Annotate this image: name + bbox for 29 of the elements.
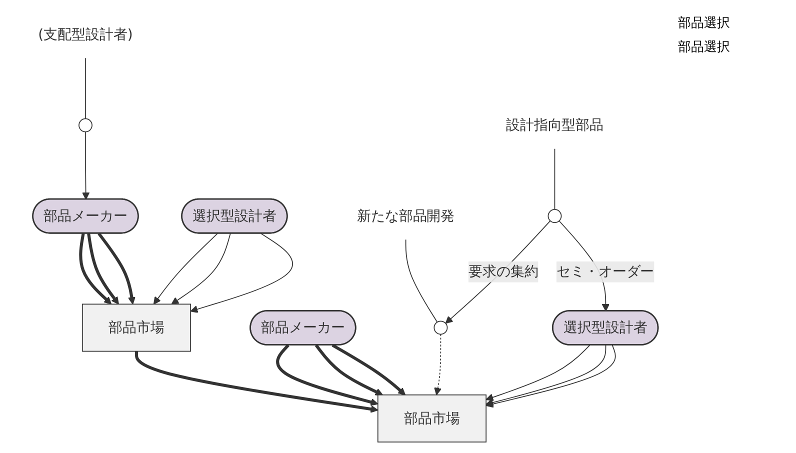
arrow	[82, 131, 90, 200]
edge-label: 要求の集約	[468, 263, 538, 280]
arrow	[486, 344, 590, 402]
node-box: 部品市場	[377, 394, 487, 442]
arrow	[153, 233, 218, 304]
node-text: (支配型設計者)	[38, 26, 133, 42]
node-circle	[548, 209, 562, 224]
node-text: 新たな部品開発	[356, 207, 455, 224]
arrow	[87, 233, 119, 304]
edge-label: セミ・オーダー	[556, 263, 654, 280]
arrow	[276, 344, 378, 406]
node-box: 部品市場	[82, 304, 192, 352]
node-circle	[78, 118, 92, 132]
connector	[554, 148, 556, 210]
node-circle	[434, 320, 448, 335]
arrow	[332, 344, 406, 396]
arrow	[445, 220, 551, 324]
arrow	[314, 344, 383, 396]
arrow	[190, 233, 293, 313]
node-text: 設計指向型部品	[506, 116, 604, 134]
arrow	[79, 233, 112, 304]
arrow	[434, 334, 442, 396]
connector	[85, 58, 86, 120]
connector	[405, 239, 438, 323]
note-label: 部品選択	[678, 15, 731, 32]
arrow	[98, 232, 136, 304]
arrow	[171, 233, 231, 304]
note-label: 部品選択	[678, 39, 731, 56]
arrow	[134, 351, 378, 413]
